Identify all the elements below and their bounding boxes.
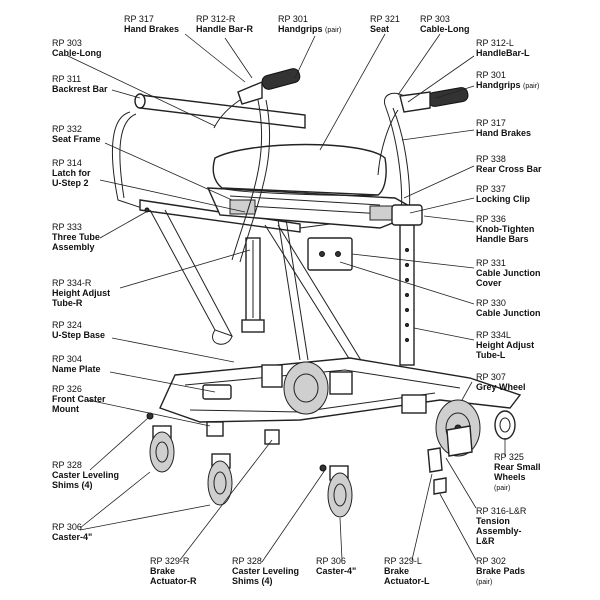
height-adjust-tube-l (391, 204, 423, 366)
seat-cushion (212, 143, 387, 197)
height-adjust-tube-r (241, 237, 265, 333)
brake-actuators (427, 425, 473, 495)
handle-bar-l (377, 87, 469, 226)
handle-bar-r (213, 68, 301, 263)
u-step-base (159, 357, 522, 423)
casters (149, 425, 353, 518)
leader-lines (67, 33, 506, 563)
cable-junction-cover (307, 237, 353, 271)
backrest-bar (134, 93, 306, 129)
three-tube-assembly (112, 111, 421, 233)
rear-small-wheels (494, 410, 516, 440)
